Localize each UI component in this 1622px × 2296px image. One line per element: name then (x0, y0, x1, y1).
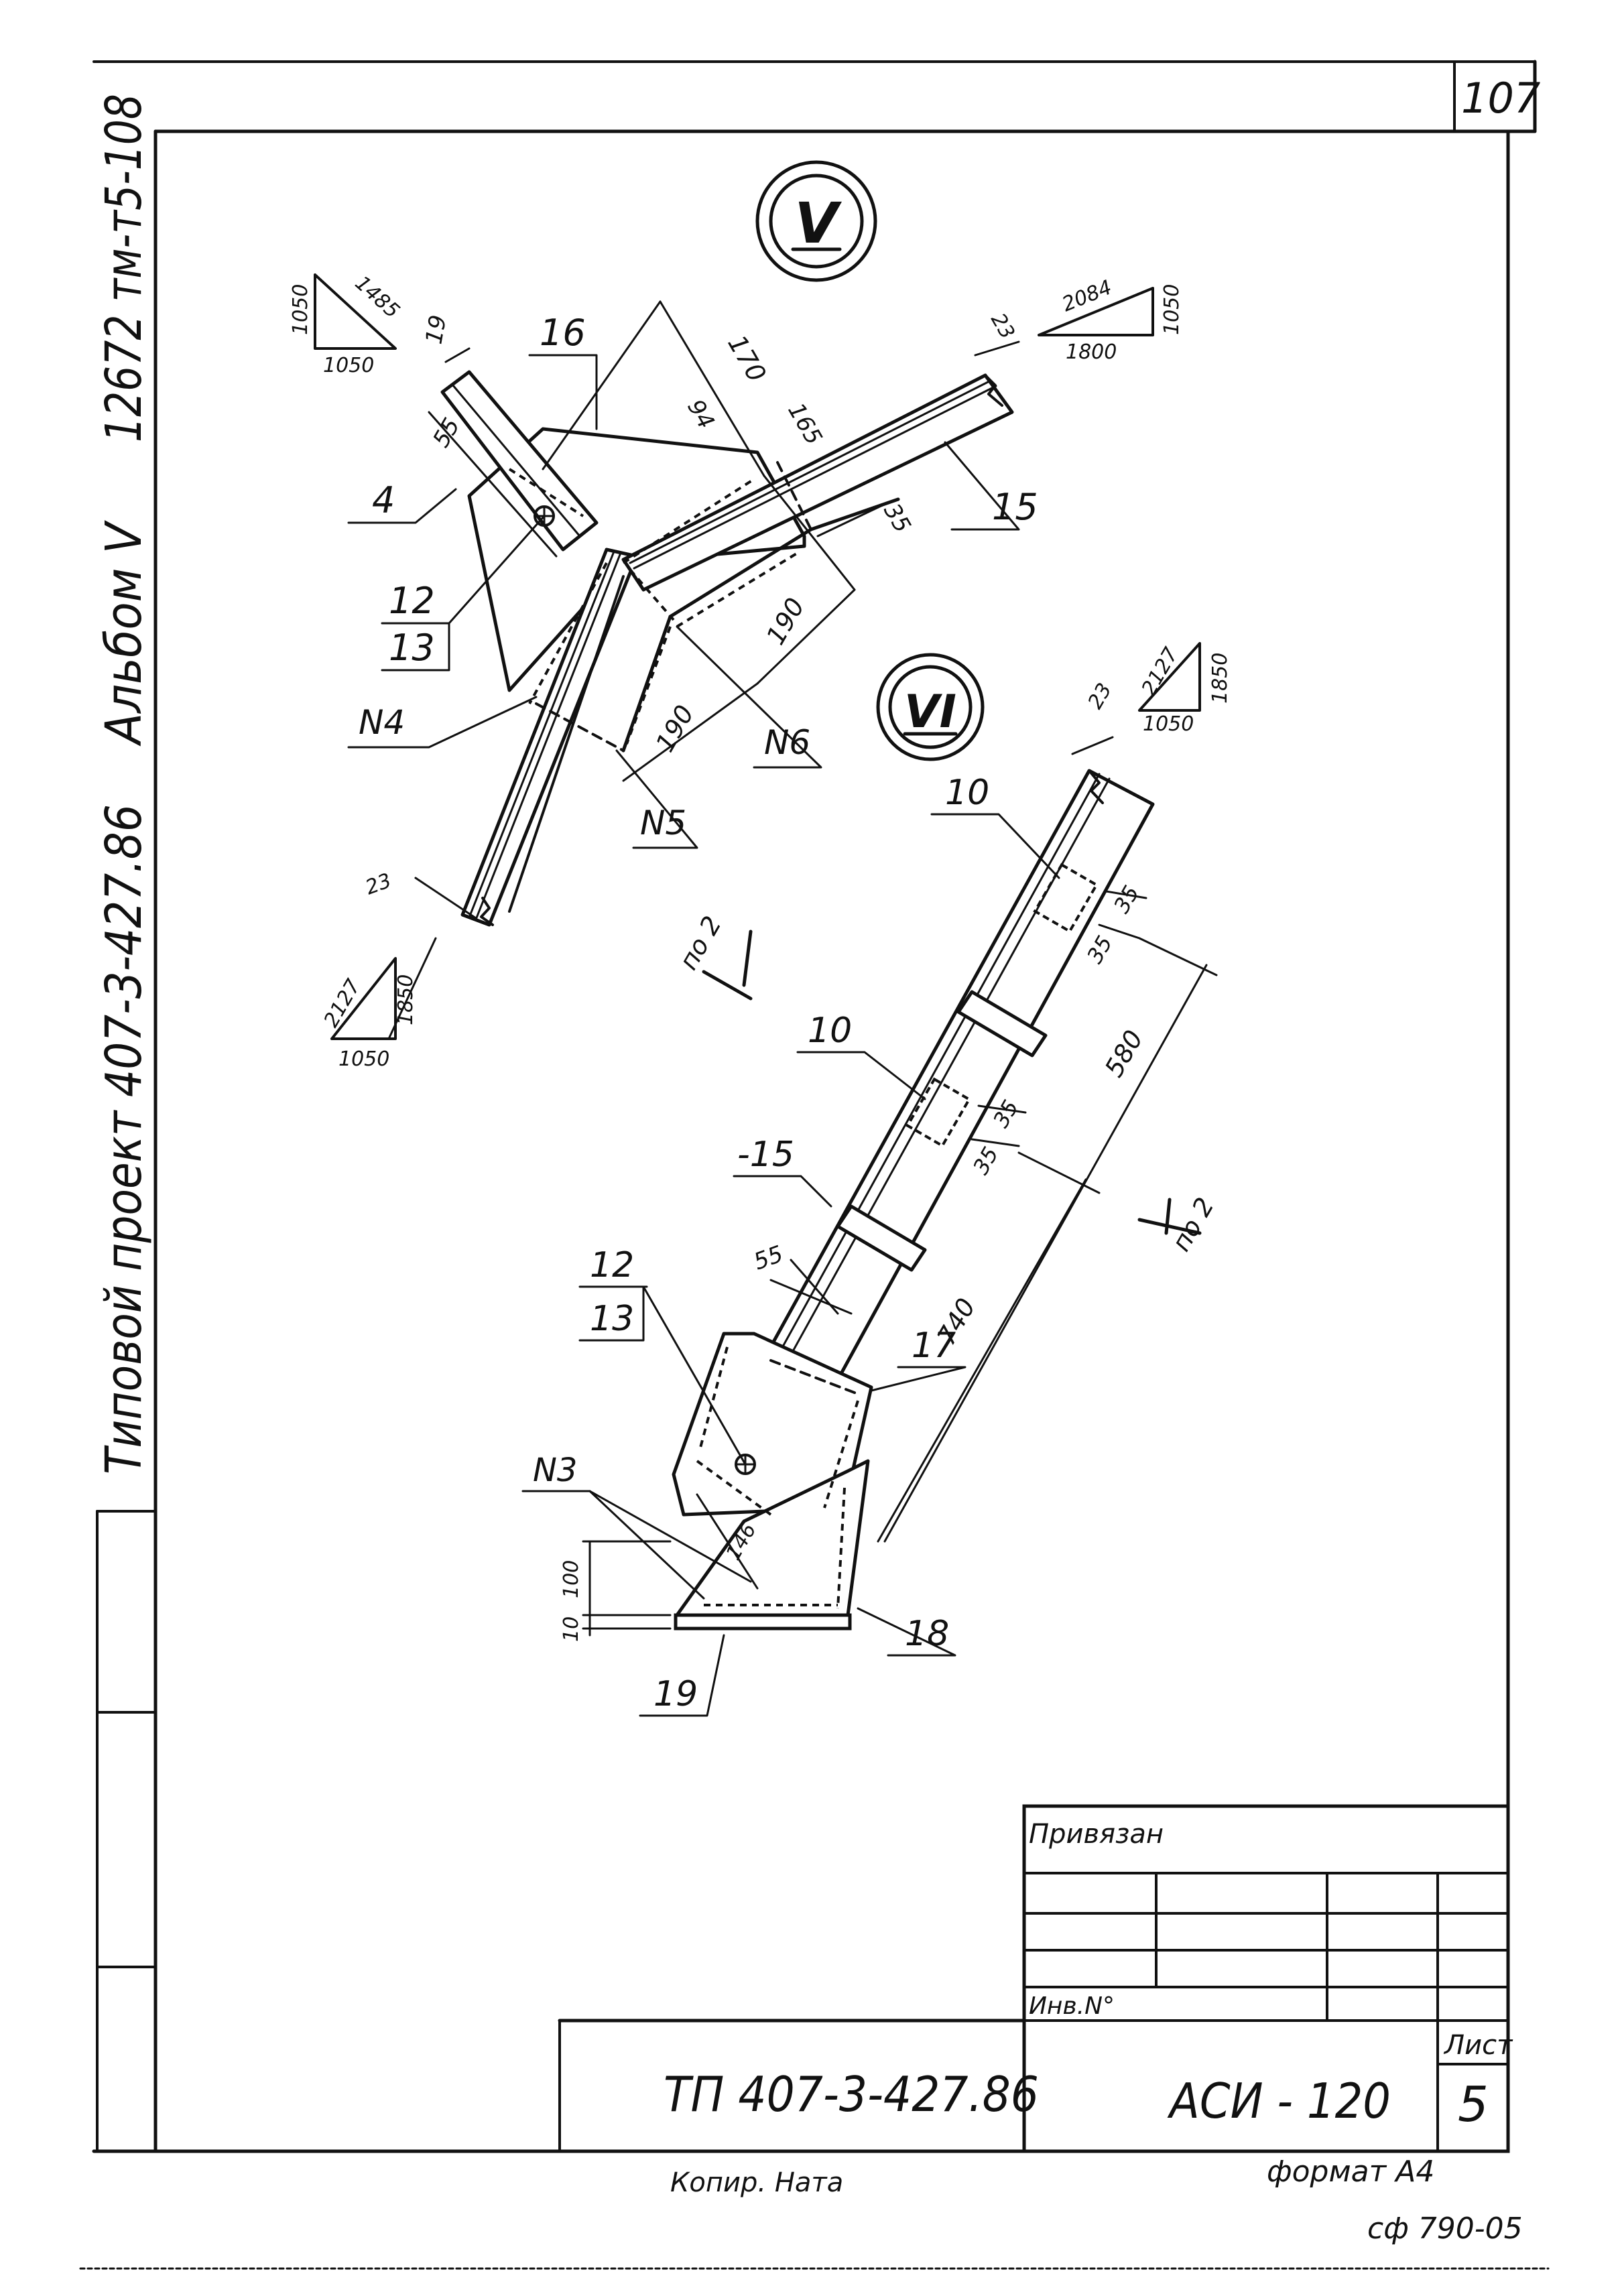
angle-bar (440, 370, 599, 552)
sheet-number: 107 (1461, 74, 1540, 123)
callout-17: 17 (870, 1326, 966, 1392)
weld-line (625, 626, 672, 745)
callout-10a: 10 (930, 773, 1060, 879)
svg-text:4: 4 (372, 479, 395, 521)
weld-line (528, 562, 608, 704)
svg-text:1050: 1050 (338, 1047, 389, 1071)
tube-upper (621, 373, 1014, 592)
callout-12-13-vi: 12 13 (578, 1245, 747, 1466)
list-number: 5 (1458, 2076, 1489, 2132)
svg-text:N4: N4 (359, 703, 405, 742)
side-stamp: Типовой проект 407-3-427.86 Альбом V 126… (95, 94, 153, 1474)
tube-lower (460, 548, 639, 927)
view-5-drawing (387, 300, 1020, 1040)
svg-text:1050: 1050 (1160, 284, 1184, 335)
callout-18: 18 (857, 1607, 956, 1657)
callout-12-13: 12 13 (381, 515, 546, 672)
svg-text:10: 10 (808, 1011, 852, 1051)
svg-text:N6: N6 (764, 723, 810, 762)
svg-text:1850: 1850 (394, 974, 418, 1025)
inv-label: Инв.N° (1029, 1992, 1115, 2020)
side-stamp-album: Альбом V (95, 520, 153, 747)
weld-line (699, 1346, 729, 1448)
base-plate-18 (675, 1459, 870, 1617)
callout-16: 16 (528, 312, 598, 430)
callout-n6: N6 (676, 625, 822, 769)
svg-text:12: 12 (389, 580, 435, 622)
view-6-marker: VI (876, 653, 985, 761)
svg-text:17: 17 (912, 1326, 956, 1366)
svg-text:1800: 1800 (1066, 340, 1117, 364)
svg-text:12: 12 (590, 1245, 634, 1285)
doc-code: ТП 407-3-427.86 (664, 2066, 1039, 2122)
svg-text:13: 13 (389, 627, 435, 669)
svg-text:N3: N3 (533, 1452, 577, 1489)
svg-text:19: 19 (653, 1674, 698, 1714)
svg-text:1050: 1050 (289, 284, 312, 335)
dim-100: 100 (560, 1560, 583, 1598)
side-stamp-project: Типовой проект 407-3-427.86 (95, 804, 153, 1474)
callout-10b: 10 (796, 1011, 926, 1100)
drawing-code: АСИ - 120 (1167, 2073, 1391, 2129)
callout-19: 19 (639, 1634, 725, 1717)
dim-10: 10 (560, 1616, 583, 1642)
callout-n4: N4 (347, 696, 538, 749)
weld-line (823, 1400, 859, 1509)
view-6-drawing (582, 736, 1218, 1637)
svg-text:1850: 1850 (1208, 653, 1232, 704)
weld-line (622, 478, 755, 564)
side-stamp-code: 12672 тм-т5-108 (95, 94, 153, 442)
copier-note: Копир. Ната (670, 2167, 843, 2198)
svg-text:16: 16 (540, 312, 586, 354)
svg-text:N5: N5 (640, 804, 686, 842)
privyazan-label: Привязан (1029, 1819, 1164, 1850)
view-6-label: VI (904, 686, 956, 739)
svg-text:-15: -15 (737, 1135, 794, 1175)
dim-19: 19 (420, 313, 452, 346)
title-block: Привязан Инв.N° ТП 407-3-427.86 АСИ - 12… (558, 1804, 1513, 2153)
weld-line (696, 1460, 772, 1516)
callout-15: 15 (944, 441, 1038, 531)
weld-line (508, 468, 584, 517)
callout-n5: N5 (615, 749, 698, 849)
list-label: Лист (1443, 2030, 1513, 2061)
svg-text:10: 10 (945, 773, 989, 813)
view-5-label: V (794, 190, 842, 256)
svg-text:1050: 1050 (323, 354, 374, 377)
format-label: формат А4 (1267, 2155, 1434, 2189)
view-5-marker: V (755, 160, 877, 282)
footer-code: сф 790-05 (1367, 2212, 1523, 2246)
callout-n3: N3 (521, 1452, 752, 1600)
callout-4: 4 (347, 479, 457, 524)
svg-text:1050: 1050 (1143, 712, 1194, 736)
callout-15: -15 (733, 1135, 832, 1208)
weld-line (836, 1487, 846, 1609)
svg-text:13: 13 (590, 1299, 634, 1339)
